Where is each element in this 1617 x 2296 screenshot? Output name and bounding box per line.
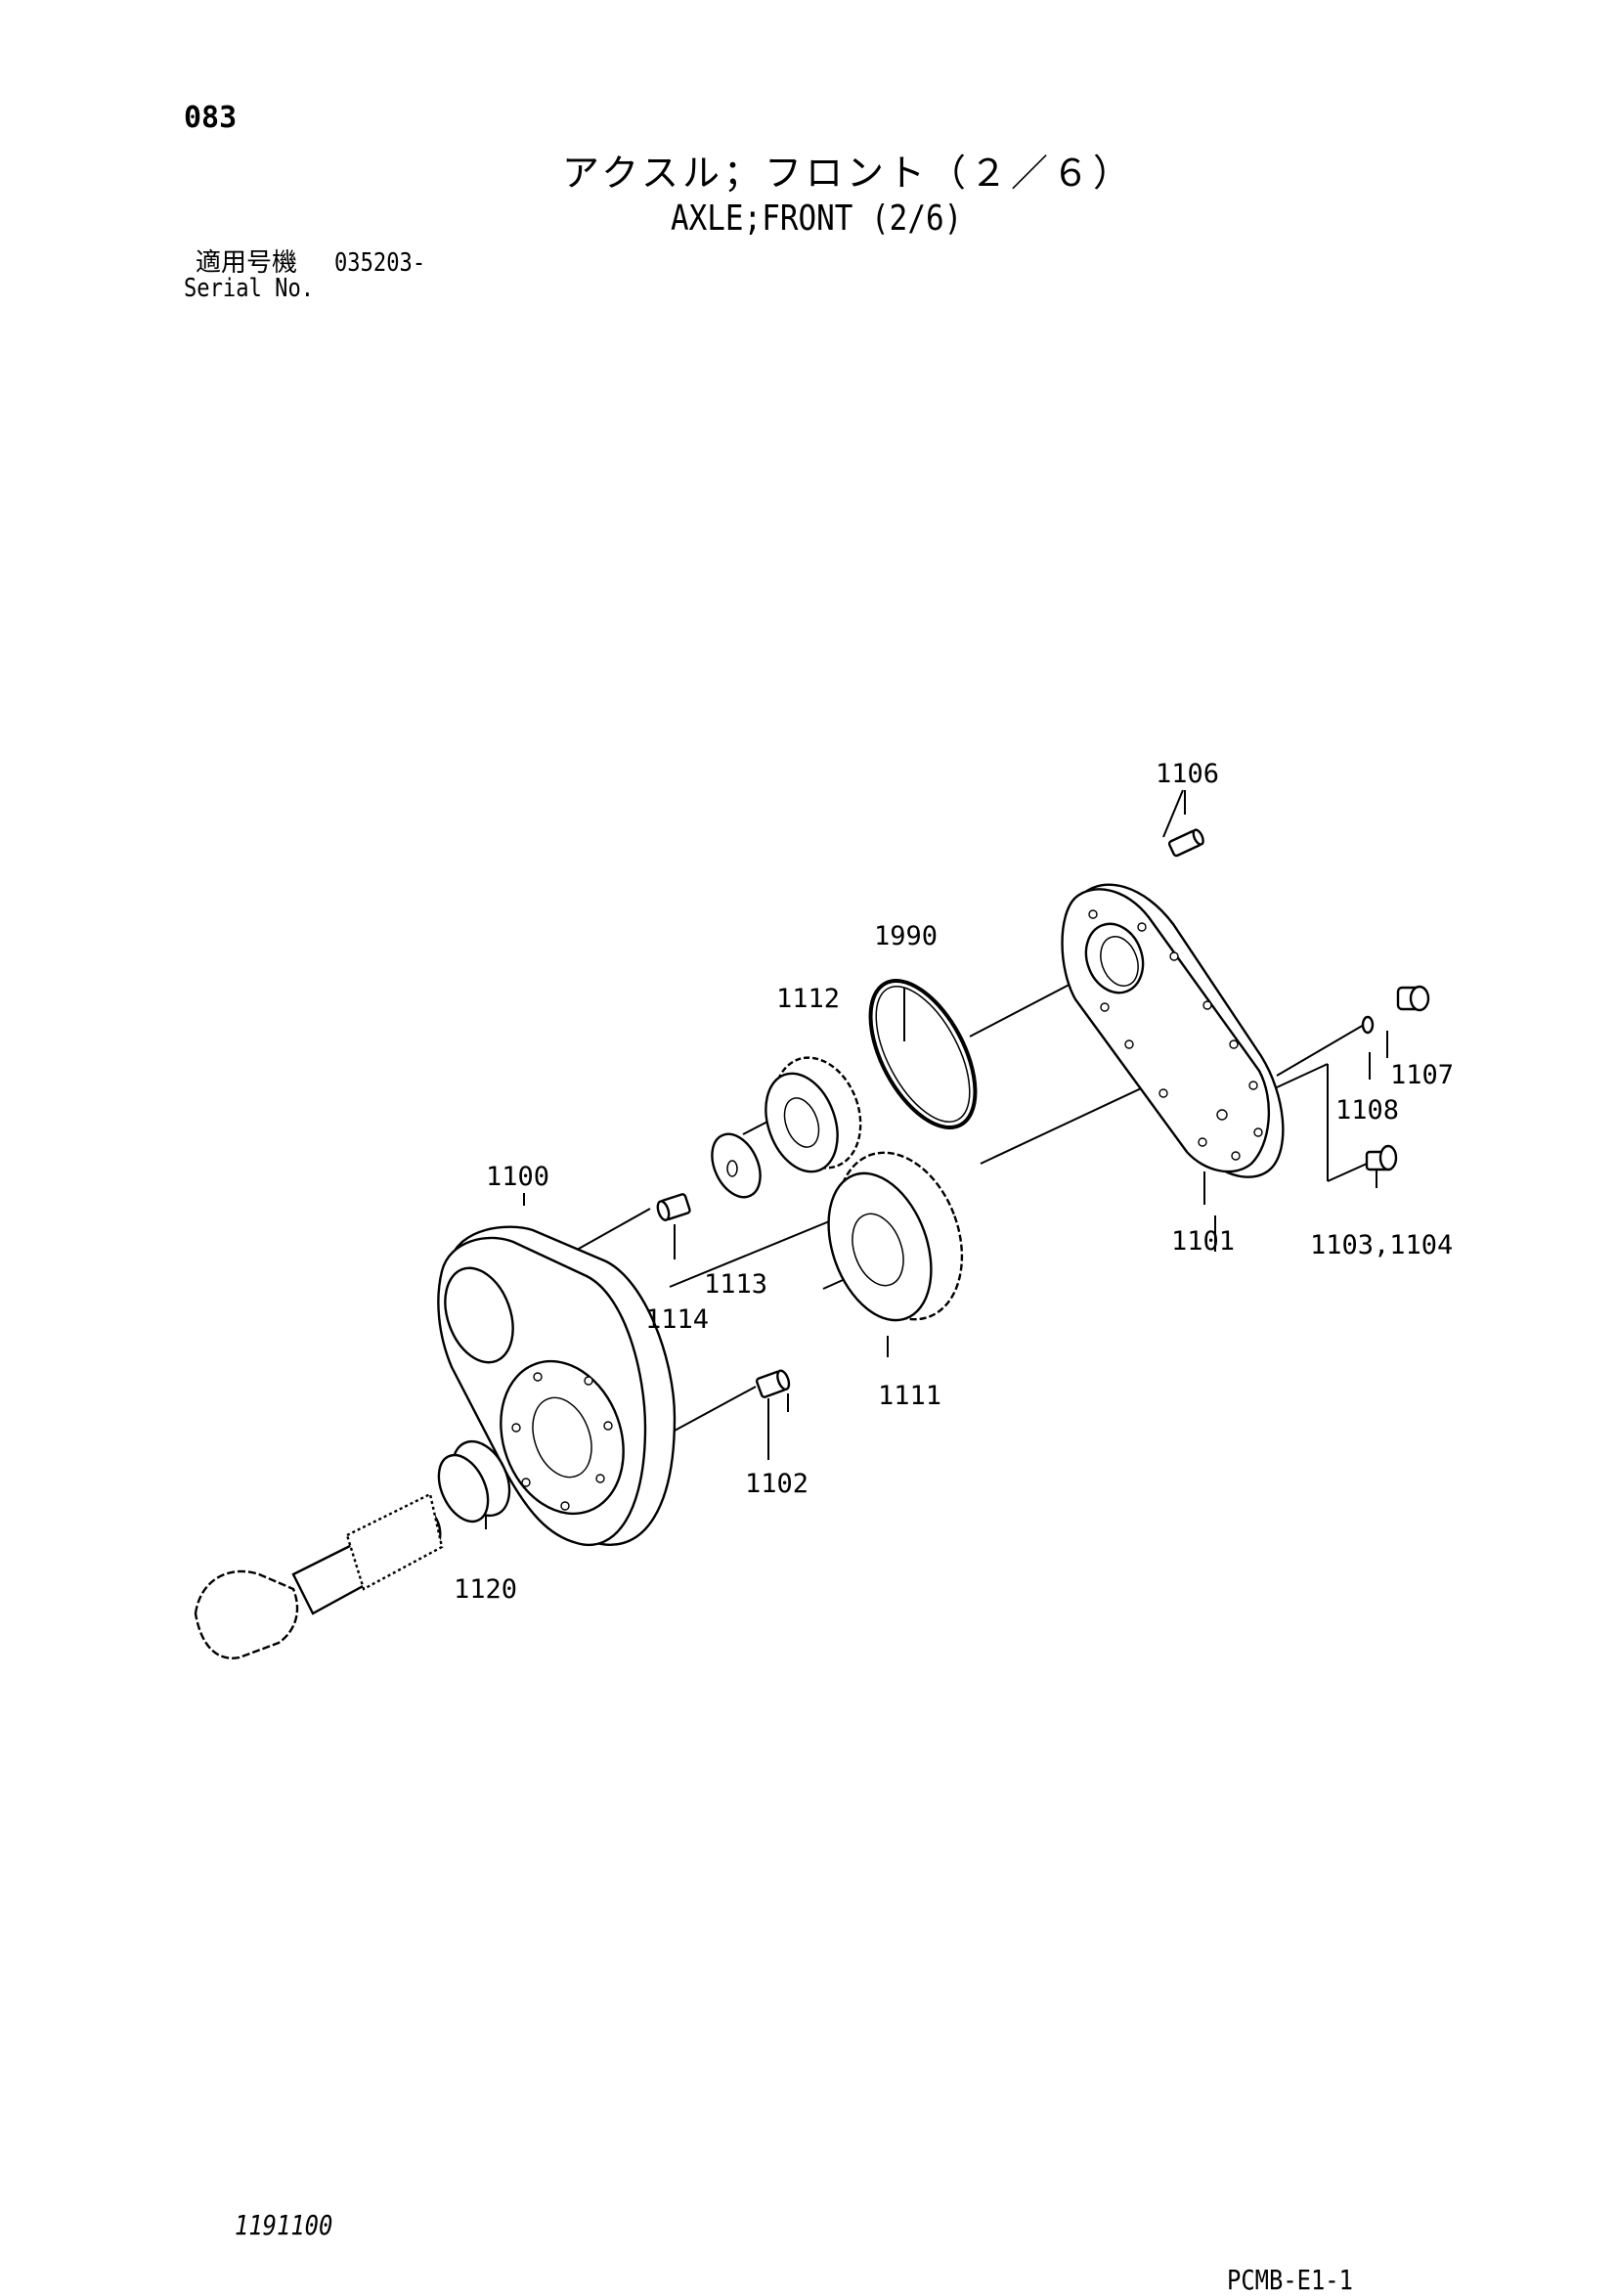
callout-1111: 1111 — [878, 1381, 941, 1411]
callout-labels: 1106 1990 1112 1107 1108 1100 1101 1103,… — [454, 759, 1454, 1605]
pinion-shaft — [194, 1492, 444, 1659]
part-1990-o-ring-inner — [875, 986, 971, 1123]
callout-1108: 1108 — [1335, 1095, 1399, 1126]
page-code: PCMB-E1-1 — [1227, 2264, 1353, 2296]
part-1103-1104-bolt — [1365, 1144, 1398, 1171]
part-1112-gear — [765, 1056, 862, 1173]
callout-1112: 1112 — [776, 984, 840, 1014]
callout-1114: 1114 — [645, 1304, 709, 1335]
serial-label-english: Serial No. — [184, 274, 315, 303]
part-1113-washer — [711, 1132, 762, 1199]
part-1100-carrier — [437, 1225, 677, 1546]
title-japanese: アクスル；フロント（２／６） — [562, 152, 1134, 195]
part-1111-gear — [827, 1151, 964, 1322]
part-1990-o-ring — [868, 978, 978, 1130]
part-1106-plug — [1167, 828, 1204, 858]
part-1108-o-ring — [1361, 1015, 1375, 1035]
title-english: AXLE;FRONT (2/6) — [671, 199, 963, 239]
part-1114-bolt — [656, 1193, 691, 1221]
callout-1120: 1120 — [454, 1574, 517, 1605]
callout-1106: 1106 — [1156, 759, 1219, 789]
callout-1102: 1102 — [745, 1469, 808, 1499]
callout-1101: 1101 — [1171, 1226, 1235, 1257]
callout-1107: 1107 — [1390, 1060, 1454, 1090]
serial-number-value: 035203- — [334, 248, 426, 278]
serial-label-japanese: 適用号機 — [196, 248, 298, 278]
callout-1100: 1100 — [486, 1162, 549, 1192]
part-1102-bolt — [755, 1369, 791, 1398]
part-1101-cover — [1061, 883, 1285, 1178]
part-1107-plug — [1396, 985, 1430, 1012]
callout-1113: 1113 — [704, 1269, 767, 1300]
callout-1990: 1990 — [874, 921, 938, 951]
page-number: 083 — [184, 101, 238, 135]
part-1120-bushing — [437, 1439, 511, 1523]
callout-1103-1104: 1103,1104 — [1310, 1230, 1453, 1260]
drawing-id: 1191100 — [235, 2209, 333, 2241]
